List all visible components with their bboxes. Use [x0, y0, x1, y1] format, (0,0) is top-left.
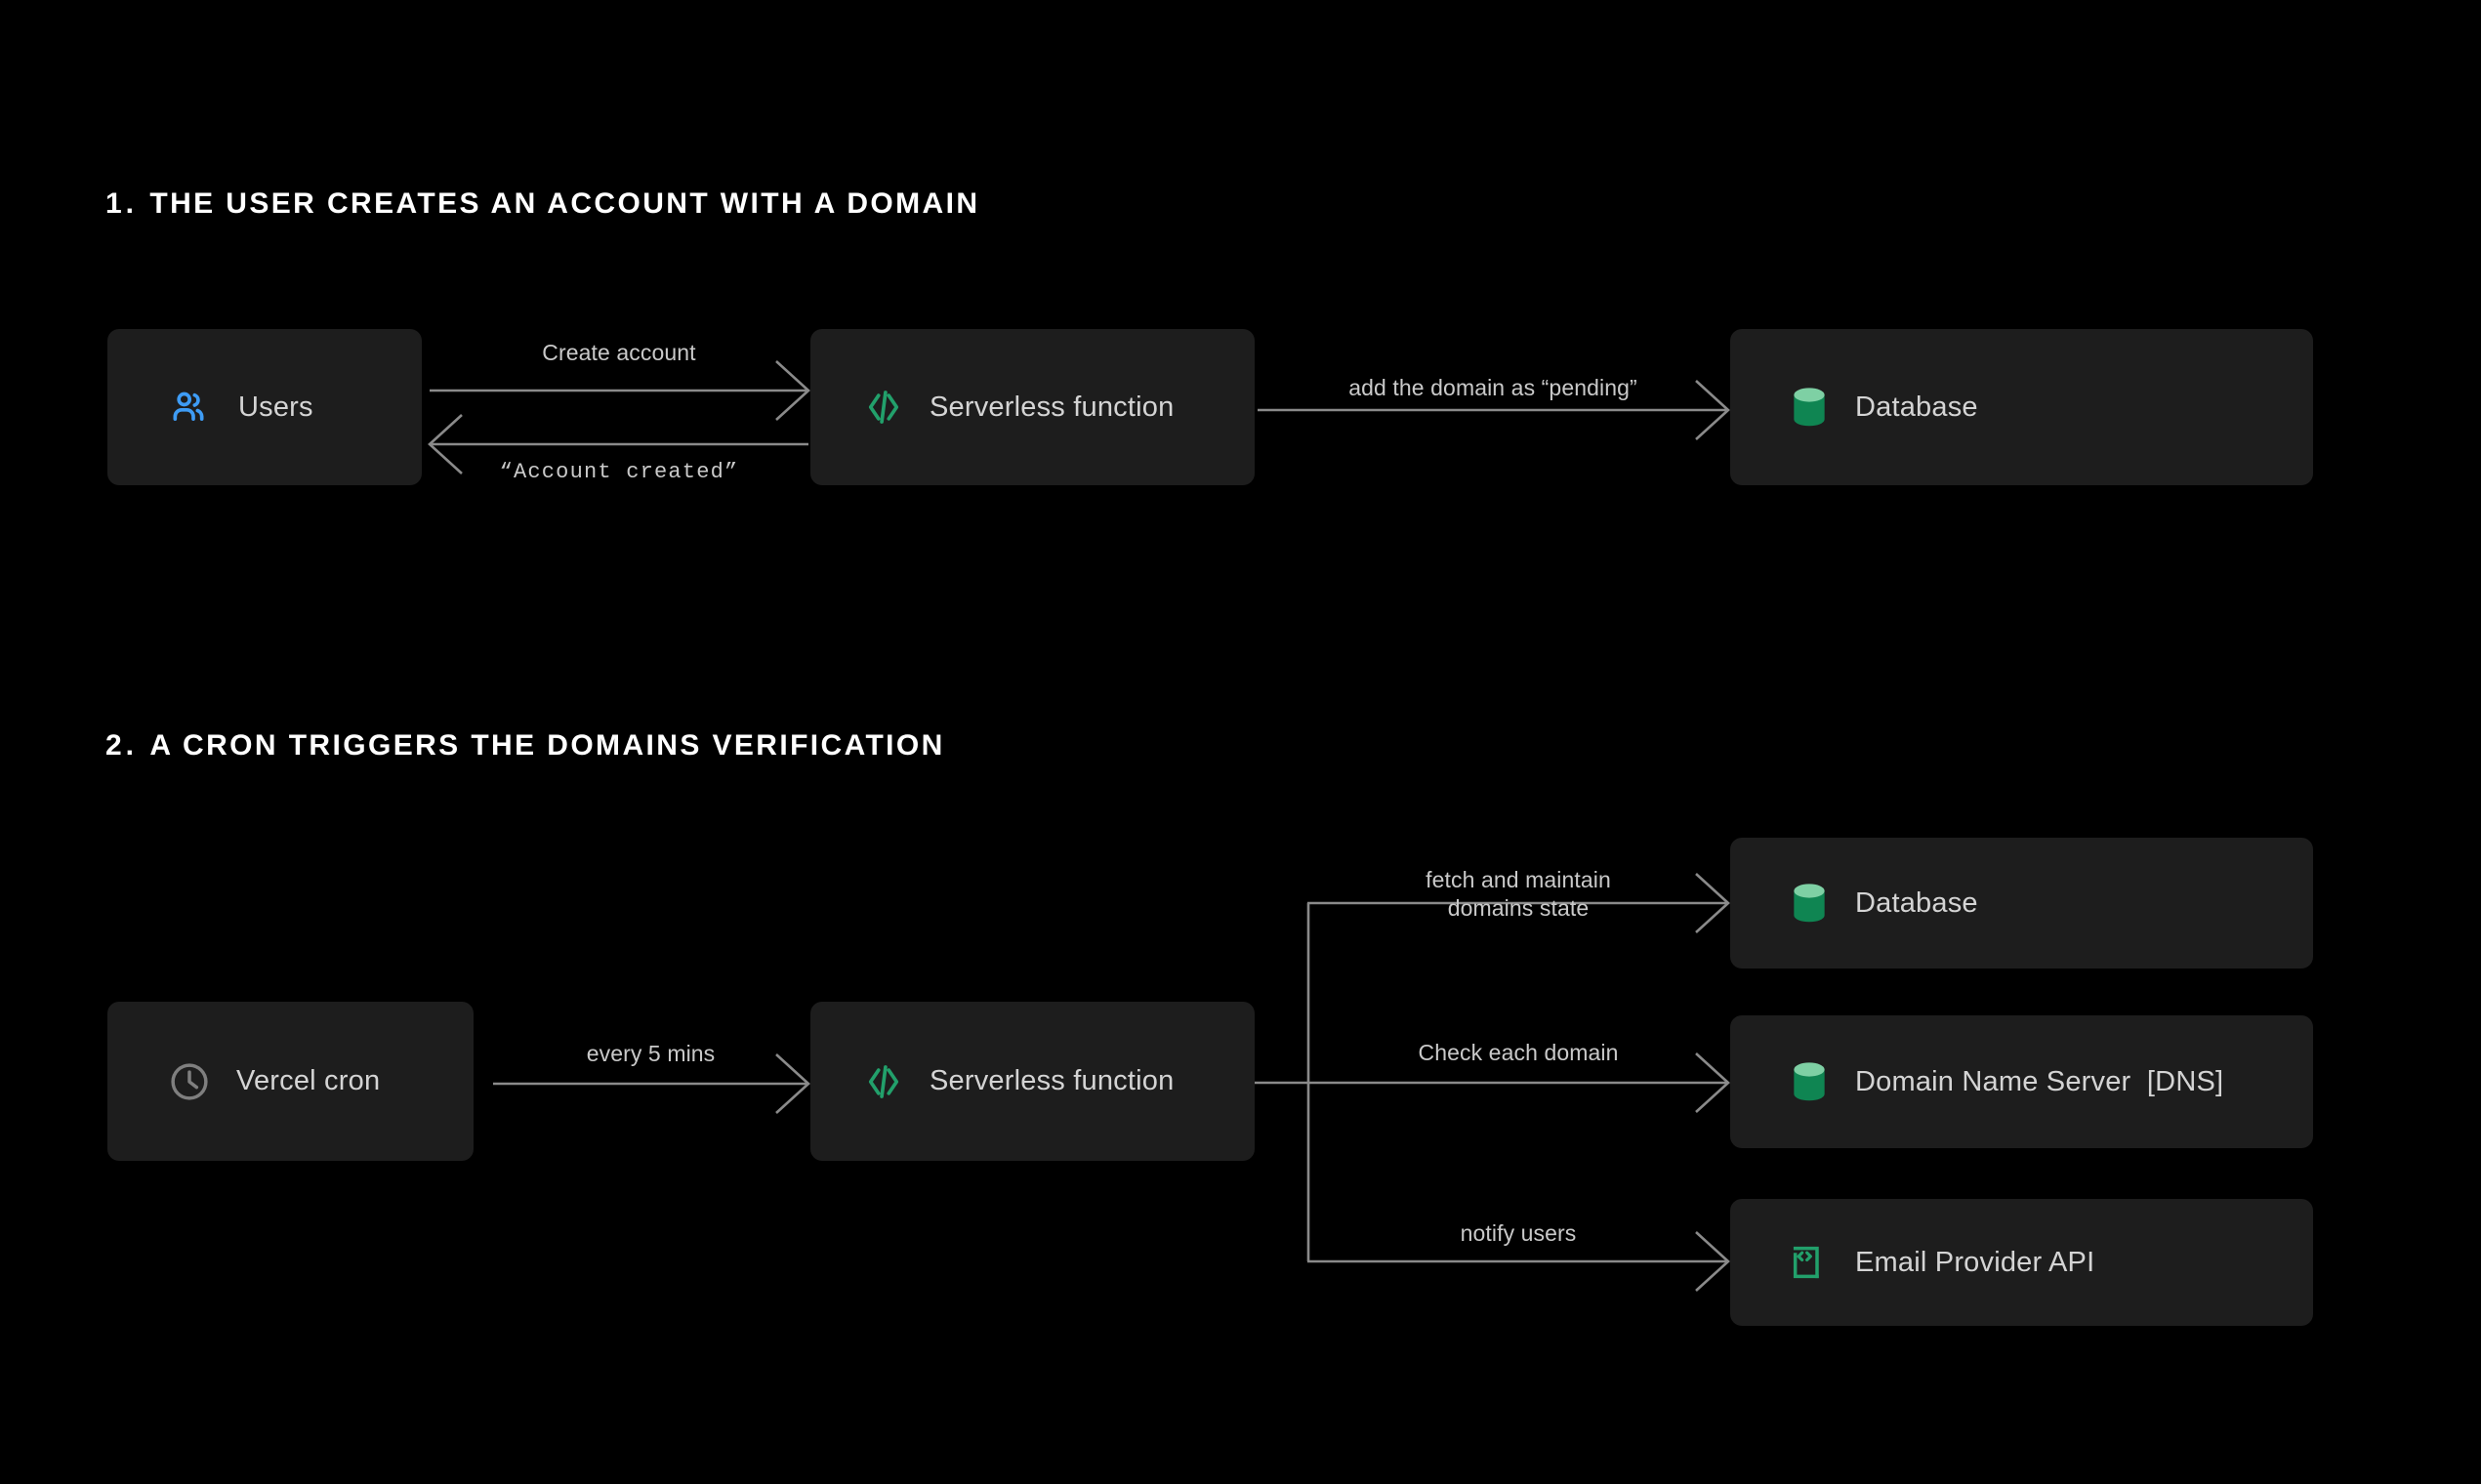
node-domain-name-server[interactable]: Domain Name Server [DNS] — [1730, 1015, 2313, 1148]
edge-label-add-domain-pending: add the domain as “pending” — [1348, 375, 1637, 400]
section-2-heading: 2. A CRON TRIGGERS THE DOMAINS VERIFICAT… — [105, 731, 945, 761]
clock-icon — [168, 1060, 211, 1103]
edge-label-notify-users: notify users — [1460, 1220, 1577, 1246]
node-users-label: Users — [238, 391, 313, 423]
section-2-title: A CRON TRIGGERS THE DOMAINS VERIFICATION — [149, 729, 945, 762]
node-vercel-cron-label: Vercel cron — [236, 1065, 381, 1096]
node-serverless-function-2-label: Serverless function — [930, 1065, 1175, 1096]
section-1-index: 1. — [105, 187, 150, 220]
node-users[interactable]: Users — [107, 329, 422, 485]
code-icon — [861, 387, 906, 428]
database-icon — [1789, 1058, 1830, 1105]
section-2-index: 2. — [105, 729, 150, 762]
edge-label-create-account: Create account — [542, 340, 696, 365]
node-vercel-cron[interactable]: Vercel cron — [107, 1002, 474, 1161]
edge-label-fetch-and-maintain: fetch and maintain domains state — [1308, 866, 1728, 923]
edge-label-check-each-domain: Check each domain — [1418, 1040, 1619, 1065]
node-database-2-label: Database — [1855, 886, 1978, 919]
section-1-title: THE USER CREATES AN ACCOUNT WITH A DOMAI… — [149, 187, 980, 220]
node-serverless-function-1[interactable]: Serverless function — [810, 329, 1255, 485]
api-icon — [1789, 1243, 1830, 1282]
edge-label-fetch-line-2: domains state — [1447, 894, 1590, 921]
database-icon — [1789, 880, 1830, 927]
section-1-heading: 1. THE USER CREATES AN ACCOUNT WITH A DO… — [105, 189, 979, 219]
node-email-provider-api[interactable]: Email Provider API — [1730, 1199, 2313, 1326]
database-icon — [1789, 384, 1830, 431]
users-icon — [168, 388, 213, 427]
edge-label-account-created: “Account created” — [499, 460, 739, 484]
node-domain-name-server-label: Domain Name Server [DNS] — [1855, 1065, 2224, 1097]
edge-label-fetch-line-1: fetch and maintain — [1426, 867, 1611, 892]
edge-create-account — [430, 360, 810, 421]
node-serverless-function-2[interactable]: Serverless function — [810, 1002, 1255, 1161]
node-email-provider-api-label: Email Provider API — [1855, 1246, 2095, 1278]
node-serverless-function-1-label: Serverless function — [930, 391, 1175, 423]
edge-label-every-5-mins: every 5 mins — [586, 1041, 716, 1066]
code-icon — [861, 1061, 906, 1102]
node-database-1-label: Database — [1855, 391, 1978, 423]
node-database-2[interactable]: Database — [1730, 838, 2313, 969]
node-database-1[interactable]: Database — [1730, 329, 2313, 485]
